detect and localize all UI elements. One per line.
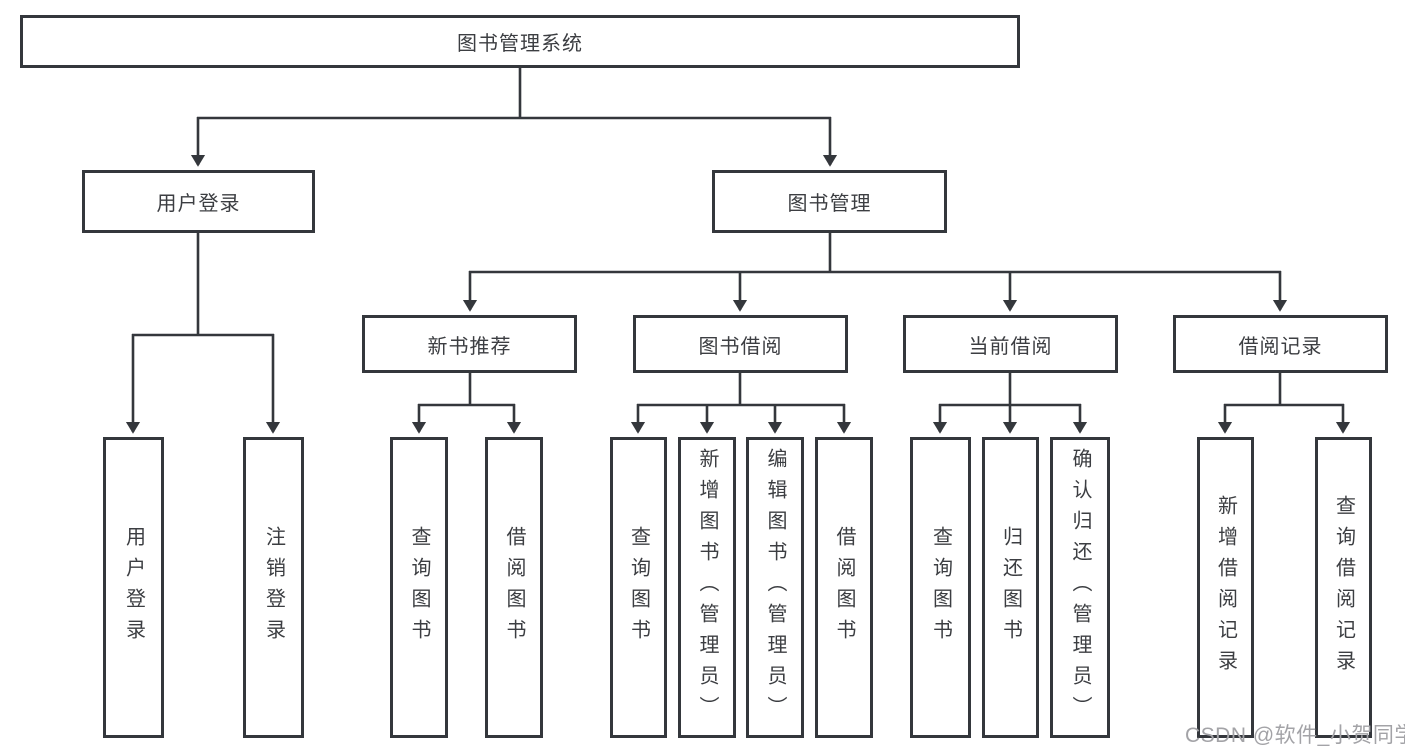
leaf-edit-books-admin: 编辑图书（管理员）	[746, 437, 804, 738]
leaf-query-books-1: 查询图书	[390, 437, 448, 738]
leaf-label: 查询借阅记录	[1332, 494, 1355, 681]
leaf-label: 编辑图书（管理员）	[764, 448, 786, 727]
leaf-label: 注销登录	[262, 525, 285, 650]
leaf-query-books-3: 查询图书	[910, 437, 971, 738]
leaf-borrow-books-1: 借阅图书	[485, 437, 543, 738]
leaf-label: 借阅图书	[833, 525, 855, 650]
leaf-confirm-return-admin: 确认归还（管理员）	[1050, 437, 1110, 738]
node-book-borrowing: 图书借阅	[633, 315, 848, 373]
leaf-logout: 注销登录	[243, 437, 304, 738]
leaf-label: 新增图书（管理员）	[696, 448, 718, 727]
node-root-library-system: 图书管理系统	[20, 15, 1020, 68]
leaf-return-books: 归还图书	[982, 437, 1039, 738]
leaf-add-borrow-record: 新增借阅记录	[1197, 437, 1254, 738]
leaf-query-books-2: 查询图书	[610, 437, 667, 738]
leaf-label: 新增借阅记录	[1214, 494, 1237, 681]
node-user-login: 用户登录	[82, 170, 315, 233]
leaf-borrow-books-2: 借阅图书	[815, 437, 873, 738]
leaf-label: 查询图书	[627, 525, 650, 650]
leaf-query-borrow-record: 查询借阅记录	[1315, 437, 1372, 738]
node-borrow-records: 借阅记录	[1173, 315, 1388, 373]
node-book-management: 图书管理	[712, 170, 947, 233]
leaf-label: 查询图书	[408, 525, 430, 650]
leaf-label: 用户登录	[122, 525, 145, 650]
leaf-label: 归还图书	[999, 525, 1022, 650]
leaf-label: 查询图书	[929, 525, 952, 650]
leaf-label: 确认归还（管理员）	[1069, 448, 1091, 727]
csdn-watermark: CSDN @软件_小贺同学	[1185, 724, 1405, 747]
leaf-add-books-admin: 新增图书（管理员）	[678, 437, 736, 738]
leaf-label: 借阅图书	[503, 525, 525, 650]
node-new-book-recommend: 新书推荐	[362, 315, 577, 373]
node-current-borrowing: 当前借阅	[903, 315, 1118, 373]
leaf-user-login: 用户登录	[103, 437, 164, 738]
